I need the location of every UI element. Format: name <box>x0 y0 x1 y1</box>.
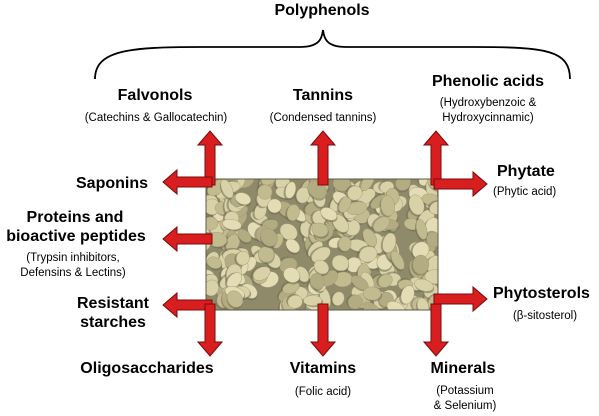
resistant-starches-label-1: Resistant <box>76 295 150 312</box>
polyphenols-brace <box>94 29 571 80</box>
proteins-label-2: bioactive peptides <box>6 228 146 245</box>
arrow-to-phenolic-acids <box>422 130 450 186</box>
minerals-detail-2: & Selenium) <box>433 400 497 412</box>
phenolic-acids-detail-1: (Hydroxybenzoic & <box>439 97 537 109</box>
phenolic-acids-detail-2: Hydroxycinnamic) <box>442 112 534 124</box>
minerals-label: Minerals <box>430 360 496 377</box>
phytate-label: Phytate <box>497 163 555 180</box>
phytate-detail: (Phytic acid) <box>493 186 557 198</box>
polyphenols-title: Polyphenols <box>274 2 370 19</box>
resistant-starches-label-2: starches <box>80 314 146 331</box>
arrow-to-saponins <box>162 168 213 196</box>
phytosterols-detail: (β-sitosterol) <box>512 310 578 322</box>
minerals-detail-1: (Potassium <box>436 385 494 397</box>
proteins-label-1: Proteins and <box>26 209 124 226</box>
falvonols-detail: (Catechins & Gallocatechin) <box>84 112 228 124</box>
vitamins-detail: (Folic acid) <box>294 386 352 398</box>
tannins-label: Tannins <box>292 87 354 104</box>
vitamins-label: Vitamins <box>289 360 357 377</box>
tannins-detail: (Condensed tannins) <box>269 112 377 124</box>
lentil-image <box>205 178 439 311</box>
arrow-to-vitamins <box>309 303 337 357</box>
arrow-to-minerals <box>422 303 450 357</box>
oligosaccharides-label: Oligosaccharides <box>80 360 214 377</box>
proteins-detail-2: Defensins & Lectins) <box>20 267 126 279</box>
arrow-to-oligosaccharides <box>196 303 224 357</box>
arrow-to-proteins <box>162 225 213 253</box>
proteins-detail-1: (Trypsin inhibitors, <box>26 252 120 264</box>
arrow-to-tannins <box>309 130 337 186</box>
arrow-to-phytate <box>433 170 488 198</box>
phytosterols-label: Phytosterols <box>493 285 590 302</box>
falvonols-label: Falvonols <box>117 87 193 104</box>
phenolic-acids-label: Phenolic acids <box>431 73 545 90</box>
saponins-label: Saponins <box>75 175 149 192</box>
arrow-to-phytosterols <box>433 285 488 313</box>
arrow-to-falvonols <box>196 130 224 186</box>
